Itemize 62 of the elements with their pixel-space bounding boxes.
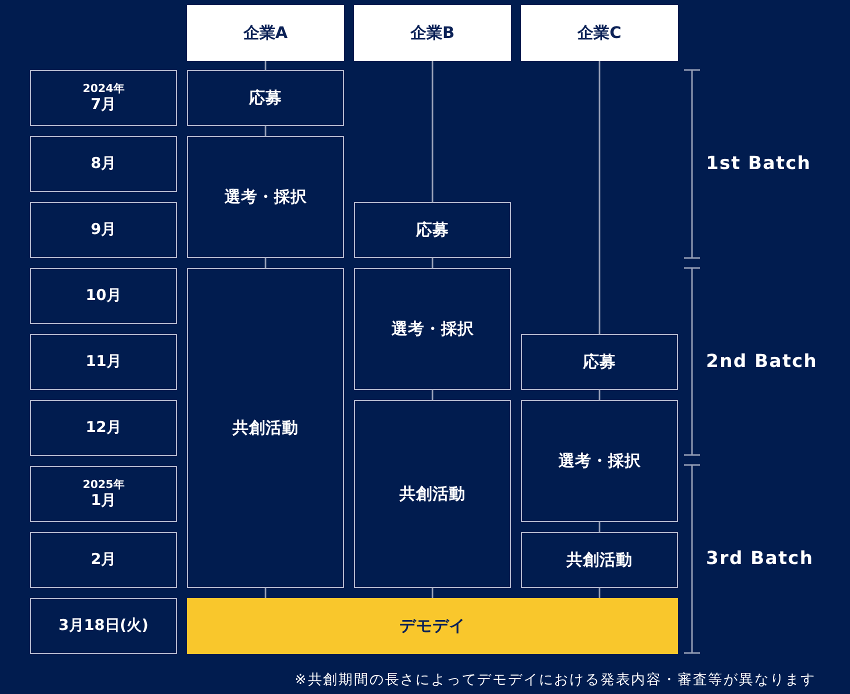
phase-box	[187, 136, 344, 258]
phase-label: 応募	[249, 88, 282, 108]
phase-label: 応募	[583, 352, 616, 372]
phase-label: 共創活動	[566, 550, 632, 570]
phase-label: 選考・採択	[224, 188, 307, 206]
connector-line	[264, 588, 266, 598]
month-label: 10月	[86, 287, 122, 305]
phase-box	[521, 400, 678, 522]
month-box	[30, 268, 177, 324]
demo-day-bar	[187, 598, 678, 654]
year-label: 2024年	[82, 83, 124, 96]
connector-line	[264, 126, 266, 136]
phase-label: 共創活動	[232, 418, 298, 438]
month-label: 7月	[90, 96, 116, 113]
connector-line	[598, 390, 600, 400]
company-name: 企業B	[410, 24, 455, 42]
month-box	[30, 400, 177, 456]
month-label: 8月	[90, 155, 116, 173]
phase-box	[354, 202, 511, 258]
connector-line	[432, 258, 434, 268]
phase-box	[354, 268, 511, 390]
phase-box	[521, 532, 678, 588]
event-label: デモデイ	[400, 616, 466, 636]
batch-label: 3rd Batch	[706, 550, 814, 568]
phase-box	[187, 268, 344, 588]
month-box	[30, 136, 177, 192]
connector-line	[432, 61, 434, 202]
batch-label: 1st Batch	[706, 155, 812, 173]
connector-line	[264, 258, 266, 268]
month-box	[30, 70, 177, 126]
connector-line	[598, 61, 600, 334]
company-name: 企業C	[578, 24, 622, 42]
phase-label: 選考・採択	[391, 320, 474, 338]
month-box	[30, 334, 177, 390]
batch-label: 2nd Batch	[706, 352, 818, 370]
month-label: 3月18日(火)	[58, 617, 149, 635]
phase-label: 選考・採択	[558, 452, 641, 470]
phase-box	[354, 400, 511, 588]
company-header	[354, 5, 511, 61]
month-box	[30, 202, 177, 258]
phase-label: 共創活動	[400, 484, 466, 504]
phase-box	[187, 70, 344, 126]
month-label: 1月	[90, 492, 116, 509]
month-box	[30, 532, 177, 588]
month-box	[30, 466, 177, 522]
phase-label: 応募	[416, 220, 449, 240]
connector-line	[598, 588, 600, 598]
footnote: ※共創期間の長さによってデモデイにおける発表内容・審査等が異なります	[294, 673, 816, 687]
phase-box	[521, 334, 678, 390]
company-name: 企業A	[243, 24, 288, 42]
month-label: 12月	[86, 419, 122, 437]
month-label: 2月	[90, 551, 116, 569]
connector-line	[264, 61, 266, 70]
month-label: 9月	[90, 221, 116, 239]
month-label: 11月	[86, 353, 122, 371]
year-label: 2025年	[82, 479, 124, 492]
connector-line	[432, 390, 434, 400]
company-header	[521, 5, 678, 61]
month-box	[30, 598, 177, 654]
connector-line	[432, 588, 434, 598]
company-header	[187, 5, 344, 61]
connector-line	[598, 522, 600, 532]
